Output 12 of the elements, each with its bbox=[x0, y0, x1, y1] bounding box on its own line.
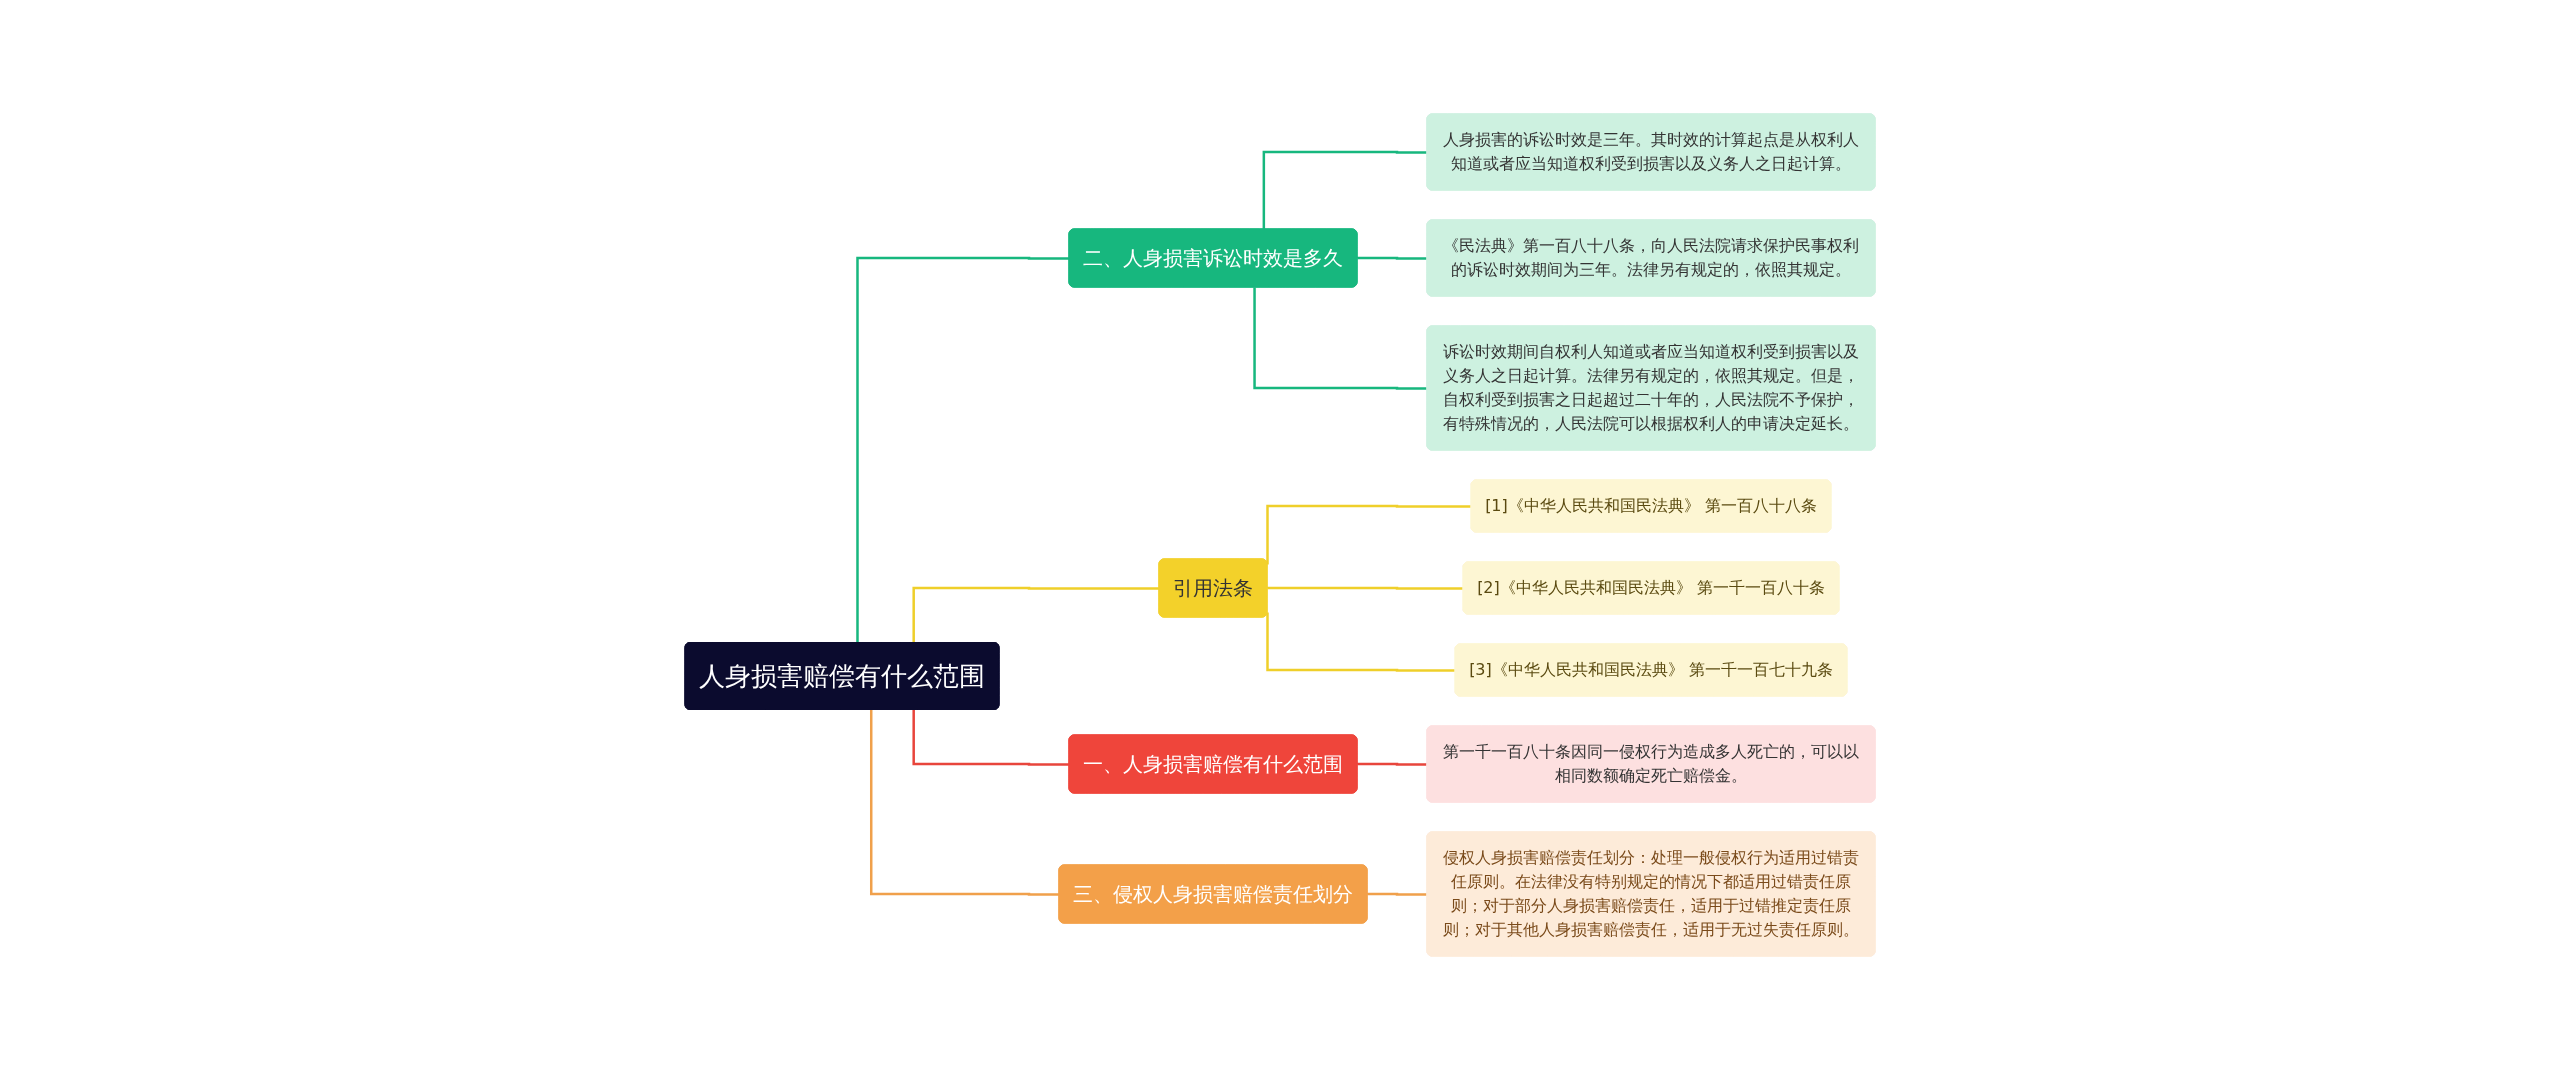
connector bbox=[912, 586, 1160, 643]
connector bbox=[1266, 586, 1464, 590]
connector bbox=[856, 256, 1070, 643]
connector bbox=[870, 710, 1060, 896]
connector bbox=[1262, 150, 1428, 230]
connector bbox=[1266, 612, 1456, 672]
connector bbox=[1253, 287, 1428, 390]
connector bbox=[1356, 762, 1428, 766]
connector bbox=[1266, 504, 1472, 565]
connector bbox=[1366, 892, 1428, 896]
connector bbox=[1356, 256, 1428, 260]
connector bbox=[912, 710, 1070, 766]
